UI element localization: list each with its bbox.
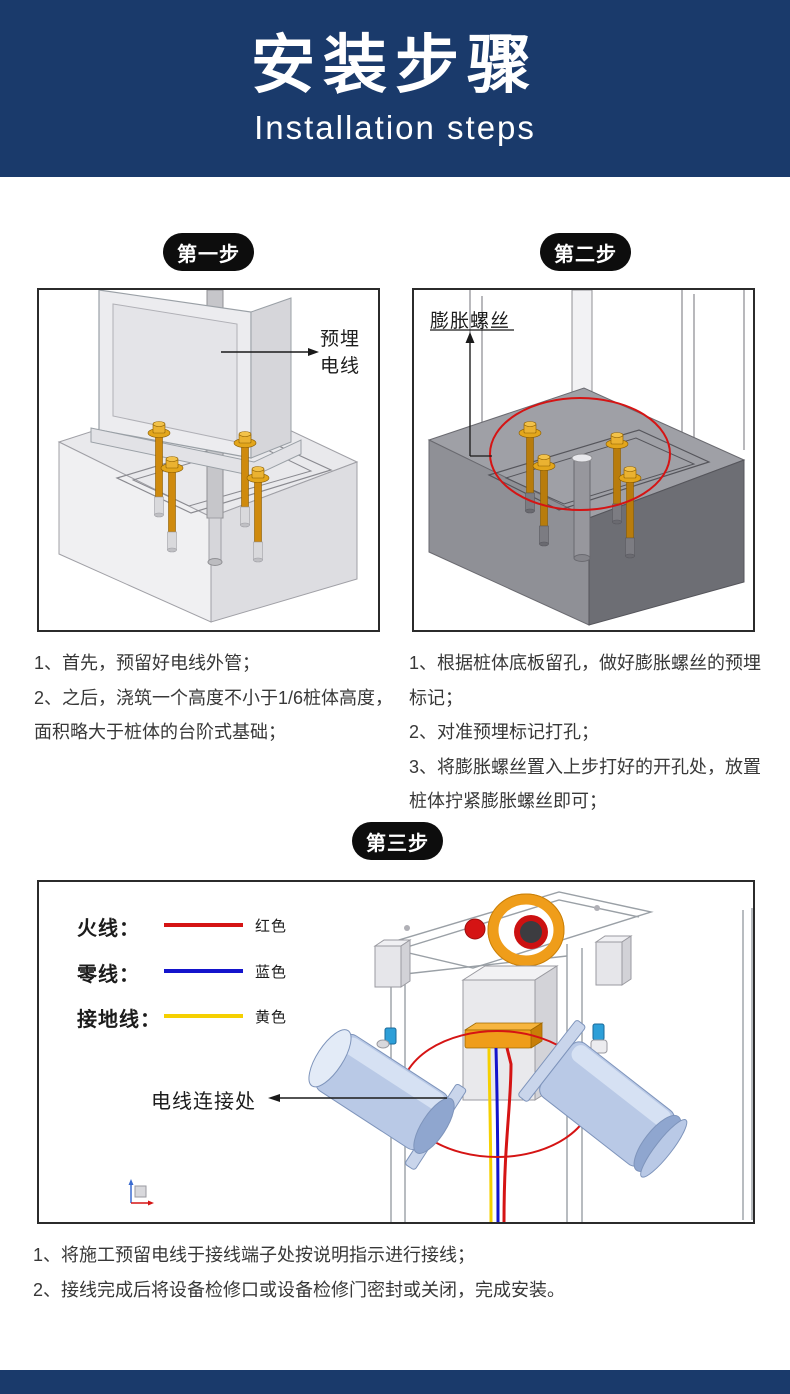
right-pipe <box>518 1020 688 1178</box>
step2-badge: 第二步 <box>540 233 631 271</box>
step3-badge: 第三步 <box>352 822 443 860</box>
page-subtitle: Installation steps <box>254 109 536 147</box>
step1-diagram: 预埋 电线 <box>37 288 380 632</box>
note-line: 2、接线完成后将设备检修口或设备检修门密封或关闭，完成安装。 <box>33 1280 566 1300</box>
expansion-screws <box>518 421 642 559</box>
wire-connection-label: 电线连接处 <box>151 1091 256 1113</box>
wire-leader-arrow <box>221 348 319 356</box>
neutral-wire-label: 零线： <box>77 964 140 986</box>
ground-wire-swatch <box>164 1014 243 1018</box>
footer-bar <box>0 1370 790 1394</box>
note-line: 3、将膨胀螺丝置入上步打好的开孔处，放置桩体拧紧膨胀螺丝即可； <box>409 756 762 812</box>
step3-wiring-drawing <box>128 891 753 1222</box>
step1-foundation-drawing <box>57 290 359 623</box>
neutral-wire-swatch <box>164 969 243 973</box>
page-title: 安装步骤 <box>251 28 539 101</box>
note-line: 1、根据桩体底板留孔，做好膨胀螺丝的预埋标记； <box>409 653 762 708</box>
cad-origin-icon <box>128 1179 154 1206</box>
connection-leader-arrow <box>268 1094 447 1102</box>
step2-notes: 1、根据桩体底板留孔，做好膨胀螺丝的预埋标记； 2、对准预埋标记打孔； 3、将膨… <box>409 646 771 819</box>
side-junction-boxes <box>373 935 633 988</box>
expansion-screw-label: 膨胀螺丝 <box>430 311 511 332</box>
embedded-wire-label: 预埋 电线 <box>320 329 361 377</box>
neutral-wire-color: 蓝色 <box>255 964 288 981</box>
step3-notes: 1、将施工预留电线于接线端子处按说明指示进行接线； 2、接线完成后将设备检修口或… <box>33 1238 713 1308</box>
ground-wire-label: 接地线： <box>77 1009 161 1031</box>
left-pipe <box>308 1029 467 1170</box>
red-indicator <box>464 918 486 940</box>
anchor-bolts <box>147 421 270 563</box>
step1-notes: 1、首先，预留好电线外管； 2、之后，浇筑一个高度不小于1/6桩体高度，面积略大… <box>34 646 396 750</box>
note-line: 1、将施工预留电线于接线端子处按说明指示进行接线； <box>33 1245 476 1265</box>
step2-diagram: 膨胀螺丝 <box>412 288 755 632</box>
live-wire-swatch <box>164 923 243 927</box>
note-line: 1、首先，预留好电线外管； <box>34 653 261 673</box>
cable-coil <box>487 893 565 967</box>
live-wire-color: 红色 <box>255 918 288 935</box>
step1-badge: 第一步 <box>163 233 254 271</box>
blue-fittings <box>376 1023 608 1054</box>
step3-diagram: 火线： 红色 零线： 蓝色 接地线： 黄色 电线连接处 <box>37 880 755 1224</box>
terminal-strip <box>463 1022 544 1049</box>
live-wire-label: 火线： <box>77 918 140 940</box>
highlight-ellipse <box>489 397 671 511</box>
note-line: 2、之后，浇筑一个高度不小于1/6桩体高度，面积略大于桩体的台阶式基础； <box>34 687 394 743</box>
step2-foundation-drawing <box>427 290 746 626</box>
screw-leader-arrow <box>430 329 514 457</box>
note-line: 2、对准预埋标记打孔； <box>409 722 600 742</box>
page-header: 安装步骤 Installation steps <box>0 0 790 177</box>
wires <box>487 1047 513 1222</box>
ground-wire-color: 黄色 <box>255 1009 288 1026</box>
